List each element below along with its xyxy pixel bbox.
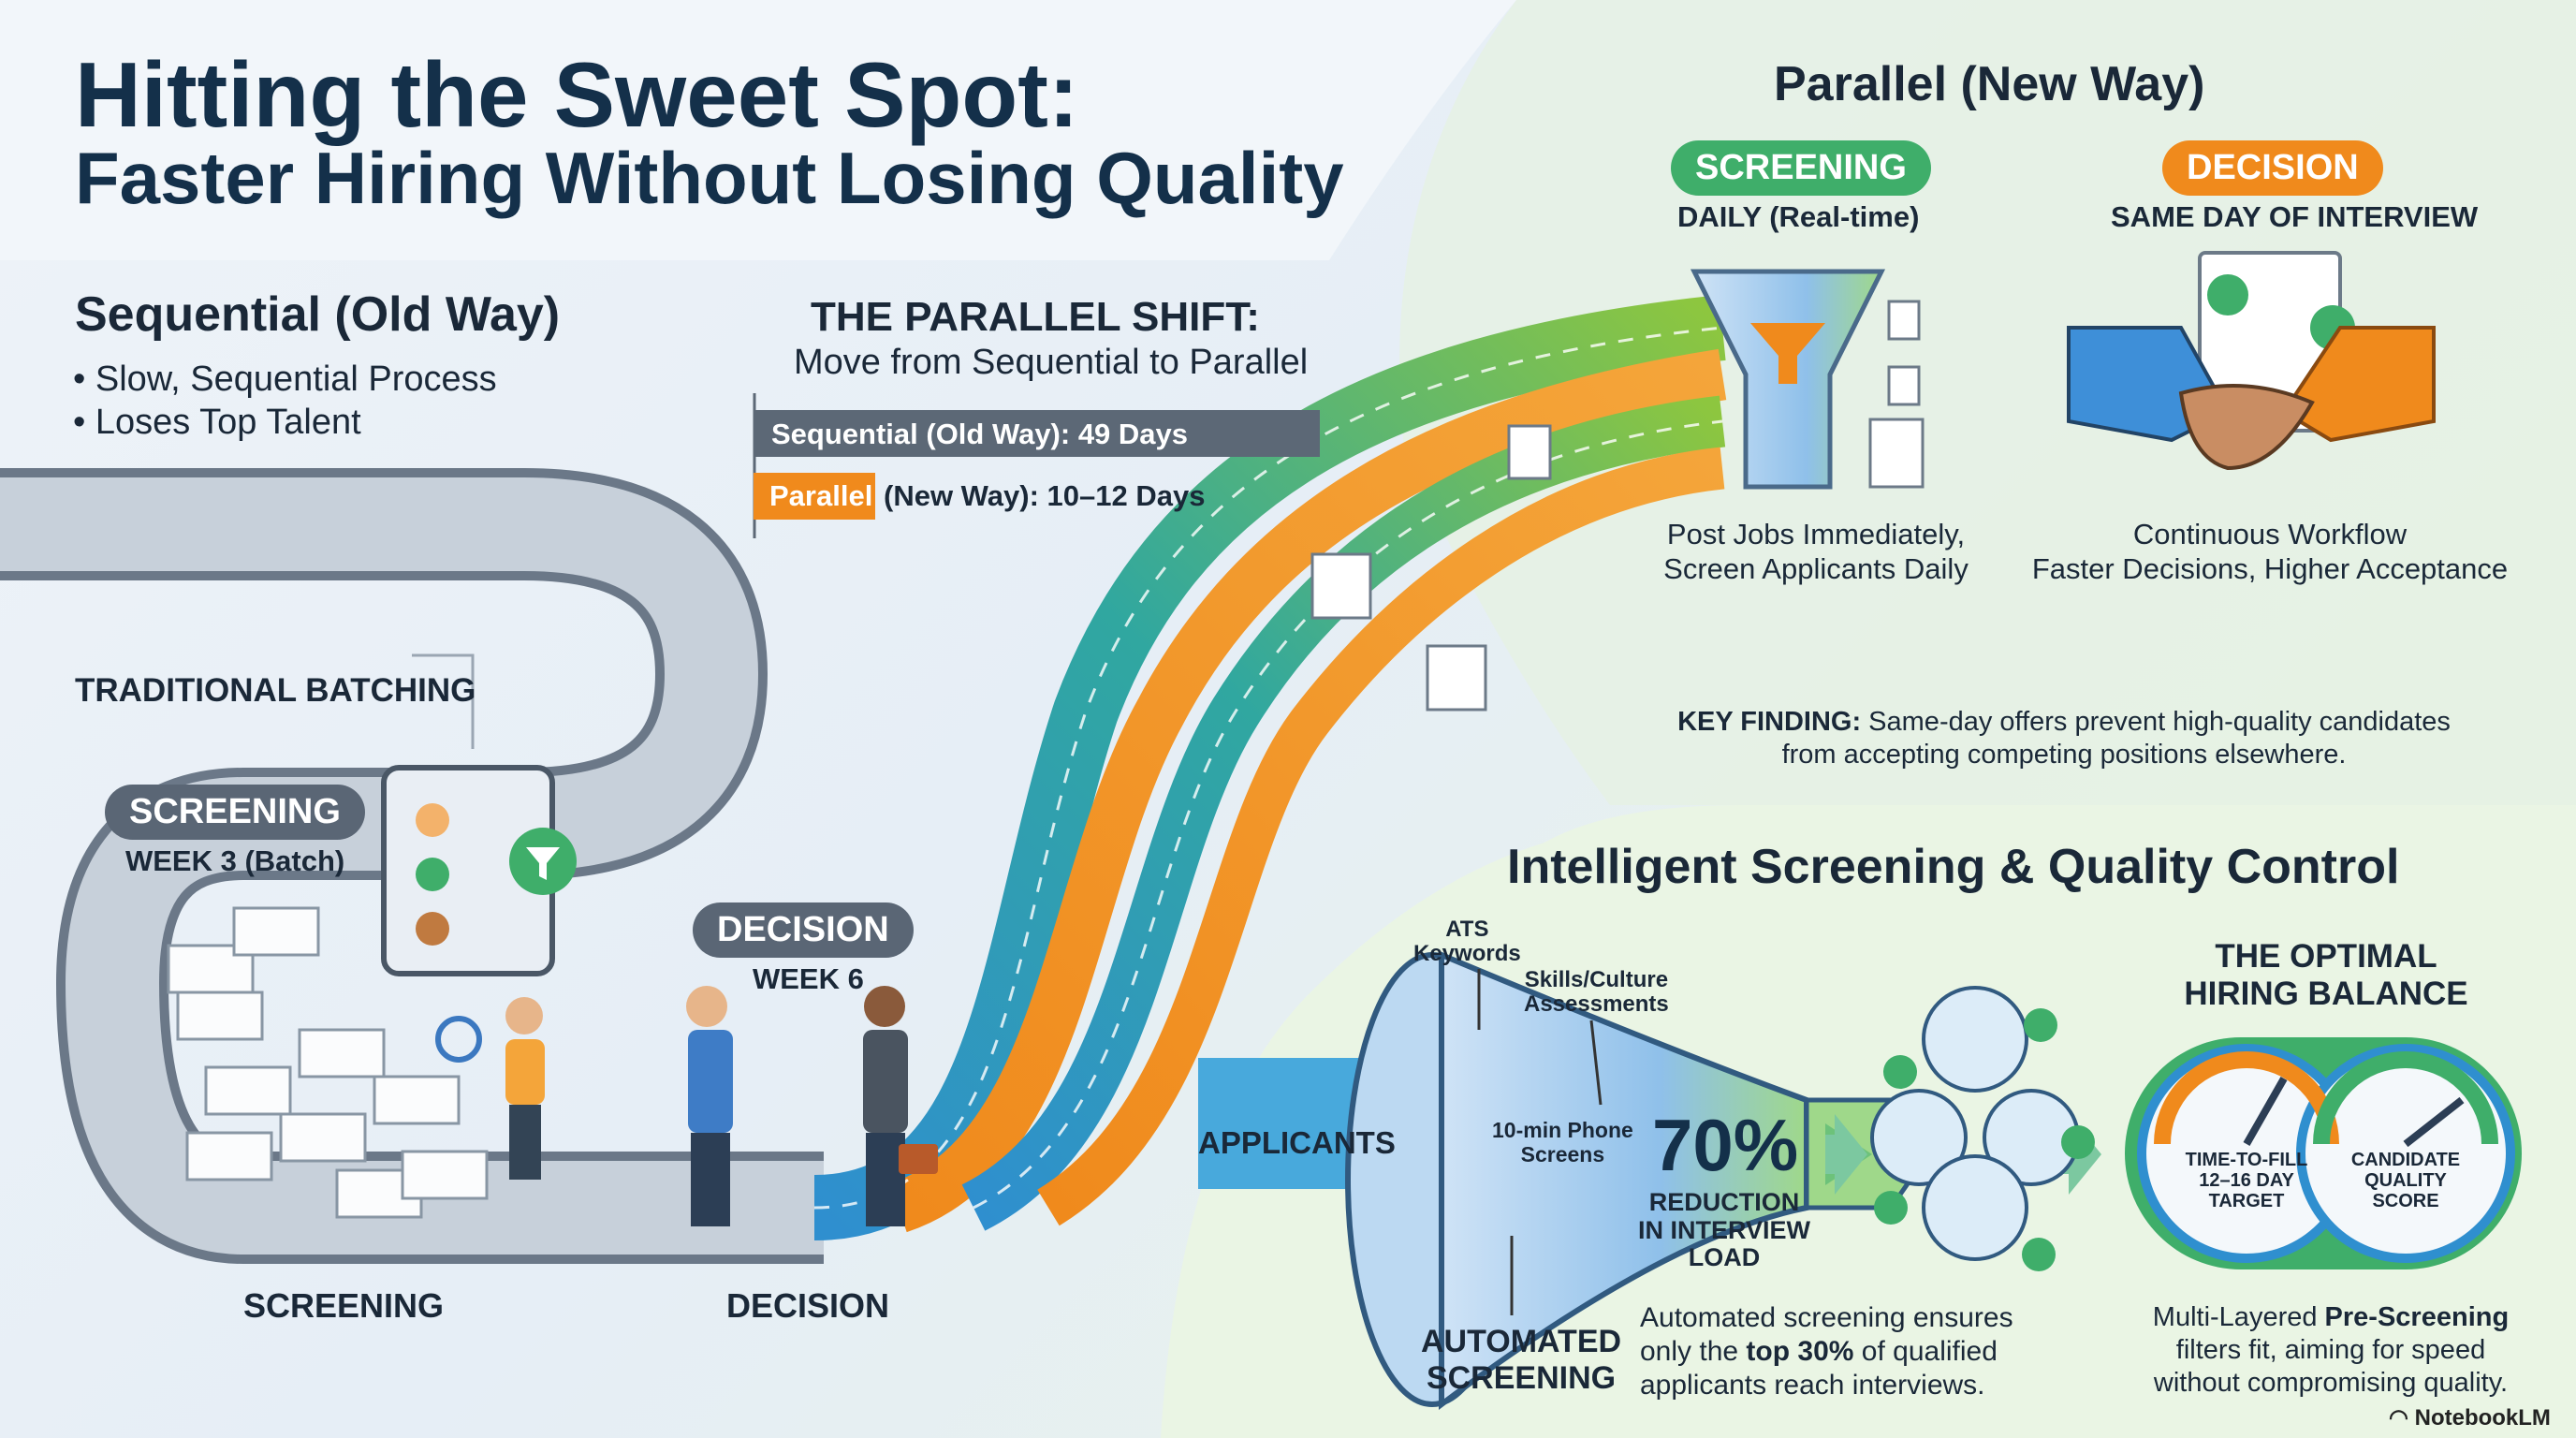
page-title: Hitting the Sweet Spot:: [75, 43, 1079, 146]
brand-label: NotebookLM: [2414, 1405, 2551, 1431]
brand-logo: ◠ NotebookLM: [2389, 1404, 2551, 1431]
lane-2: [889, 348, 1727, 1233]
decision-caption-line-1: Continuous Workflow: [2132, 518, 2408, 550]
key-finding-label: KEY FINDING:: [1677, 707, 1862, 737]
deal-handshake-icon: [2067, 251, 2436, 471]
bar-sequential: [754, 410, 1320, 457]
screening-pill-old: SCREENING: [105, 785, 365, 840]
qualified-candidates-icon: [1870, 986, 2095, 1271]
screening-caption-line-1: Post Jobs Immediately,: [1666, 518, 1966, 550]
decision-caption-line-2: Faster Decisions, Higher Acceptance: [2031, 552, 2509, 586]
optimal-line-1: THE OPTIMAL: [2215, 938, 2437, 975]
balance-gauges-icon: [2125, 1037, 2522, 1269]
decision-when-new: SAME DAY OF INTERVIEW: [2111, 200, 2479, 233]
optimal-line-2: HIRING BALANCE: [2184, 976, 2468, 1013]
parallel-panel: [1399, 0, 2576, 805]
time-to-fill-gauge-label: TIME-TO-FILL 12–16 DAY TARGET: [2185, 1150, 2308, 1211]
road-label-screening: SCREENING: [243, 1286, 445, 1325]
screening-caption: Post Jobs Immediately, Screen Applicants…: [1657, 517, 1975, 586]
skills-label: Skills/Culture Assessments: [1524, 967, 1669, 1018]
intelligent-heading: Intelligent Screening & Quality Control: [1507, 840, 2400, 894]
lane-4: [1036, 447, 1725, 1226]
screening-when-new: DAILY (Real-time): [1677, 200, 1920, 233]
bar-sequential-label: Sequential (Old Way): 49 Days: [771, 418, 1189, 450]
auto-text-line-3: applicants reach interviews.: [1640, 1370, 1985, 1401]
applicants-label: APPLICANTS: [1198, 1125, 1396, 1160]
shift-title: THE PARALLEL SHIFT:: [811, 294, 1260, 340]
bar-parallel: [754, 473, 875, 520]
bar-parallel-label: (New Way): 10–12 Days: [884, 479, 1206, 512]
sequential-bullet-1: • Slow, Sequential Process: [73, 360, 497, 399]
decision-pill-new: DECISION: [2162, 140, 2383, 196]
screening-pill-new: SCREENING: [1671, 140, 1931, 196]
multi-text-line-3: without compromising quality.: [2153, 1367, 2509, 1398]
decision-caption: Continuous Workflow Faster Decisions, Hi…: [2031, 517, 2509, 586]
screening-when-old: WEEK 3 (Batch): [125, 844, 345, 877]
automated-screening-label: AUTOMATED SCREENING: [1421, 1324, 1622, 1397]
page-subtitle: Faster Hiring Without Losing Quality: [75, 137, 1344, 219]
multi-text-1b: Pre-Screening: [2324, 1302, 2510, 1332]
batching-connector: [412, 653, 475, 749]
batching-label: TRADITIONAL BATCHING: [75, 672, 476, 709]
screening-caption-line-2: Screen Applicants Daily: [1663, 552, 1969, 586]
header-panel: [0, 0, 1516, 260]
multi-text-line-2: filters fit, aiming for speed: [2175, 1334, 2486, 1365]
bar-parallel-tag: Parallel: [769, 479, 873, 512]
quality-score-gauge-label: CANDIDATE QUALITY SCORE: [2350, 1150, 2461, 1211]
parallel-heading: Parallel (New Way): [1774, 57, 2205, 111]
key-finding: KEY FINDING: Same-day offers prevent hig…: [1666, 706, 2462, 771]
sequential-bullet-2: • Loses Top Talent: [73, 403, 361, 442]
reduction-label: REDUCTION IN INTERVIEW LOAD: [1638, 1188, 1811, 1272]
decision-pill-old: DECISION: [693, 902, 914, 958]
sequential-heading: Sequential (Old Way): [75, 287, 561, 342]
multi-text-1a: Multi-Layered: [2152, 1302, 2325, 1332]
paper-stacks-icon: [167, 906, 489, 1219]
notebook-icon: ◠: [2389, 1405, 2415, 1431]
auto-text-2b: top 30%: [1746, 1336, 1854, 1367]
candidate-cards-icon: [1310, 300, 1925, 712]
optimal-balance-heading: THE OPTIMAL HIRING BALANCE: [2144, 938, 2509, 1014]
automated-description: Automated screening ensures only the top…: [1640, 1301, 2013, 1402]
auto-text-2c: of qualified: [1853, 1336, 1998, 1367]
reduction-value: 70%: [1652, 1104, 1799, 1186]
key-finding-text-1: Same-day offers prevent high-quality can…: [1861, 707, 2451, 737]
phone-screens-label: 10-min Phone Screens: [1492, 1118, 1633, 1167]
handshake-people-icon: [686, 986, 938, 1226]
decision-when-old: WEEK 6: [753, 962, 864, 995]
key-finding-text-2: from accepting competing positions elsew…: [1781, 739, 2347, 770]
road-label-decision: DECISION: [726, 1286, 890, 1325]
auto-text-line-1: Automated screening ensures: [1640, 1302, 2013, 1333]
ats-label: ATS Keywords: [1413, 917, 1521, 967]
shift-subtitle: Move from Sequential to Parallel: [794, 343, 1309, 382]
screener-person-icon: [435, 997, 545, 1180]
auto-text-2a: only the: [1640, 1336, 1747, 1367]
multi-layered-description: Multi-Layered Pre-Screening filters fit,…: [2115, 1301, 2546, 1399]
